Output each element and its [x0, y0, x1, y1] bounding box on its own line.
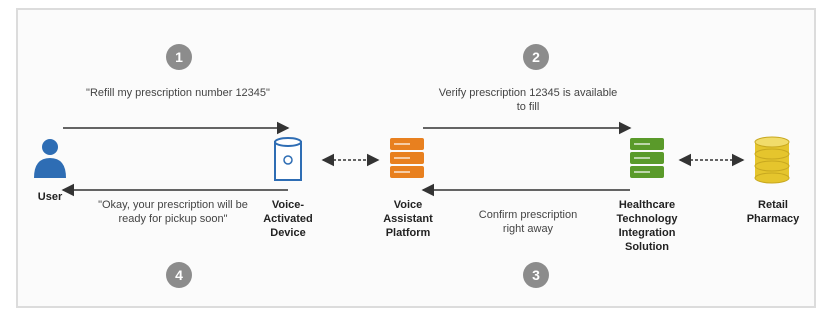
- message-1: "Refill my prescription number 12345": [86, 87, 270, 99]
- platform-server-icon: [390, 138, 424, 178]
- node-label-pharmacy: Retail Pharmacy: [746, 199, 800, 225]
- step-badge-4: 4: [166, 262, 192, 288]
- pharmacy-database-icon: [754, 136, 790, 184]
- diagram-frame: 1 2 3 4 "Refill my prescription number 1…: [16, 8, 816, 308]
- node-label-platform: Voice Assistant Platform: [383, 199, 433, 239]
- healthcare-server-icon: [630, 138, 664, 178]
- node-label-device: Voice-Activated Device: [263, 199, 313, 239]
- voice-device-icon: [274, 137, 302, 181]
- diagram-connectors: [34, 121, 790, 197]
- step-badge-2: 2: [523, 44, 549, 70]
- message-2: Verify prescription 12345 is available t…: [438, 87, 618, 113]
- node-label-healthcare: Healthcare Technology Integration Soluti…: [616, 199, 678, 253]
- step-badge-3: 3: [523, 262, 549, 288]
- node-label-user: User: [37, 191, 63, 203]
- message-4: "Okay, your prescription will be ready f…: [98, 199, 248, 225]
- user-icon: [34, 139, 66, 178]
- message-3: Confirm prescription right away: [478, 209, 578, 235]
- step-badge-1: 1: [166, 44, 192, 70]
